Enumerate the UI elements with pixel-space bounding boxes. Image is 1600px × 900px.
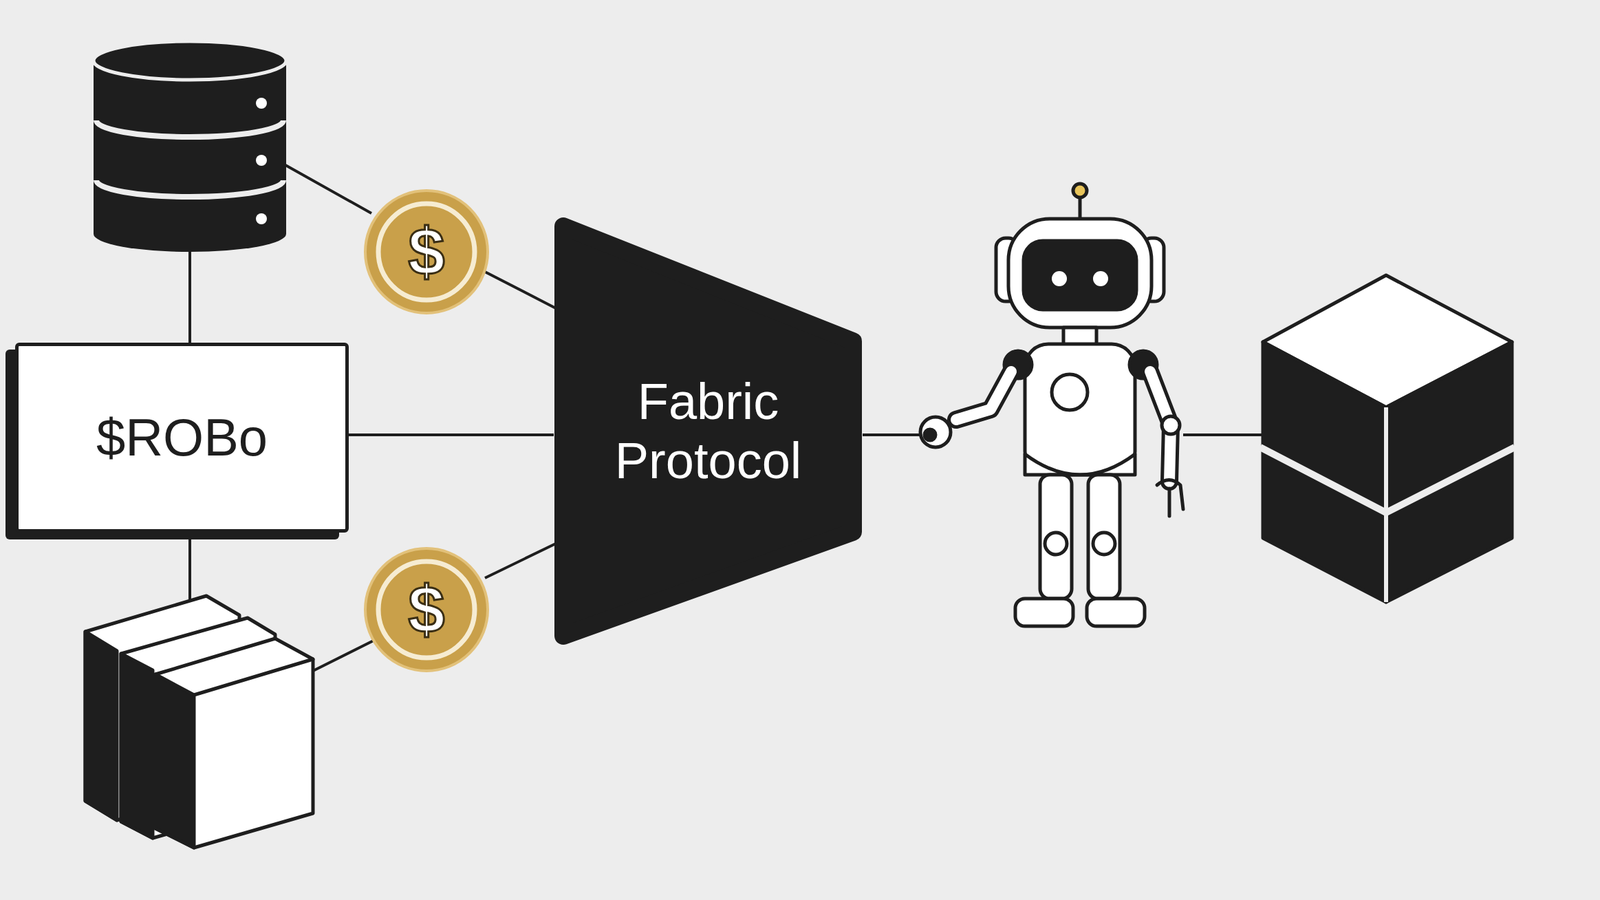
connector-line (348, 433, 554, 437)
coin-icon (365, 190, 488, 671)
coin-symbol: $ (407, 218, 445, 285)
stacked-boxes-icon (85, 595, 313, 848)
token-box: $ROBo (15, 342, 349, 533)
token-name: $ROBo (96, 407, 268, 468)
database-icon (93, 41, 287, 252)
block-cube-icon (1260, 275, 1515, 602)
trapezoid-outline (563, 226, 853, 636)
protocol-block: Fabric Protocol (553, 213, 863, 648)
wires (189, 165, 1263, 671)
coin-symbol: $ (407, 576, 445, 643)
robot-icon (920, 183, 1184, 626)
trapezoid-shape (553, 213, 863, 648)
protocol-name: Fabric Protocol (588, 372, 829, 490)
